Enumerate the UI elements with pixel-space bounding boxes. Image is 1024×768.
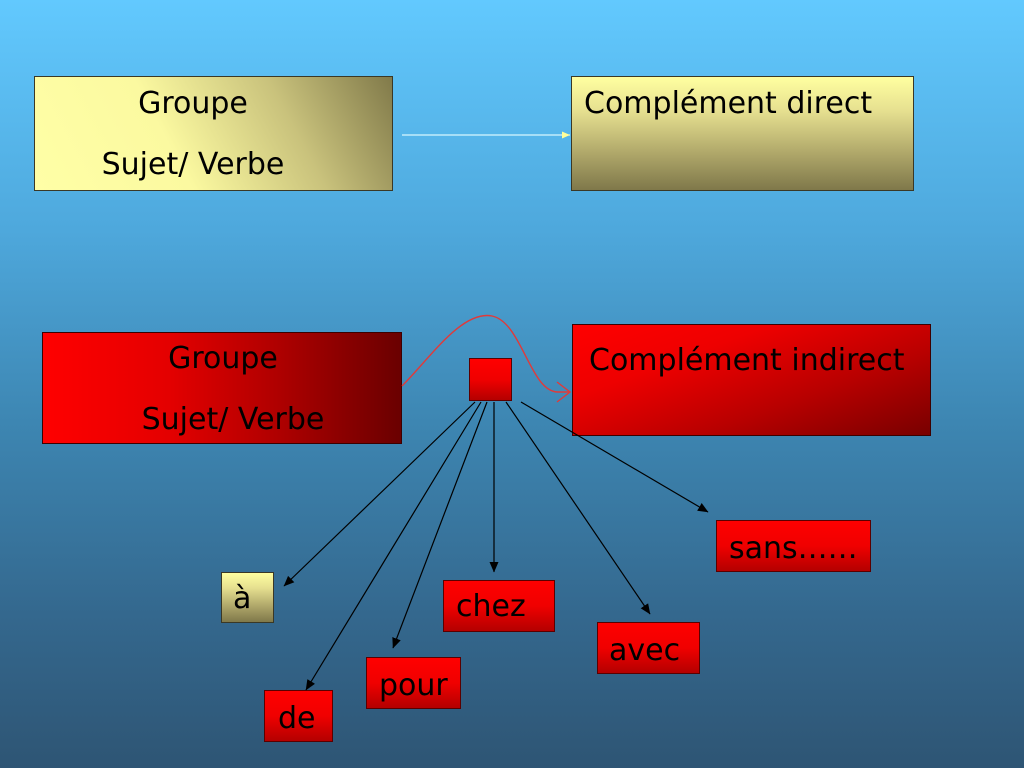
preposition-box-avec: avec (597, 622, 700, 674)
indirect-complement-box: Complément indirect (572, 324, 931, 436)
group-label: Groupe (138, 86, 248, 121)
preposition-box-de: de (264, 690, 333, 742)
arrow-to-de (305, 401, 482, 691)
preposition-box-a: à (221, 572, 274, 623)
subject-verb-label: Sujet/ Verbe (141, 402, 325, 437)
preposition-hub-square (469, 358, 512, 401)
preposition-box-sans: sans…… (716, 520, 871, 572)
preposition-label: avec (609, 633, 681, 668)
preposition-label: chez (456, 589, 526, 624)
direct-complement-label: Complément direct (584, 86, 873, 121)
preposition-label: sans…… (729, 531, 858, 566)
subject-verb-group-box-bottom: Groupe Sujet/ Verbe (42, 332, 402, 444)
preposition-box-pour: pour (366, 657, 461, 709)
preposition-label: de (278, 701, 316, 736)
preposition-label: pour (379, 668, 448, 703)
preposition-label: à (233, 581, 252, 616)
subject-verb-label: Sujet/ Verbe (101, 147, 285, 182)
preposition-box-chez: chez (443, 580, 555, 632)
group-label: Groupe (168, 341, 278, 376)
indirect-complement-label: Complément indirect (589, 343, 905, 378)
direct-complement-box: Complément direct (571, 76, 914, 191)
subject-verb-group-box-top: Groupe Sujet/ Verbe (34, 76, 393, 191)
